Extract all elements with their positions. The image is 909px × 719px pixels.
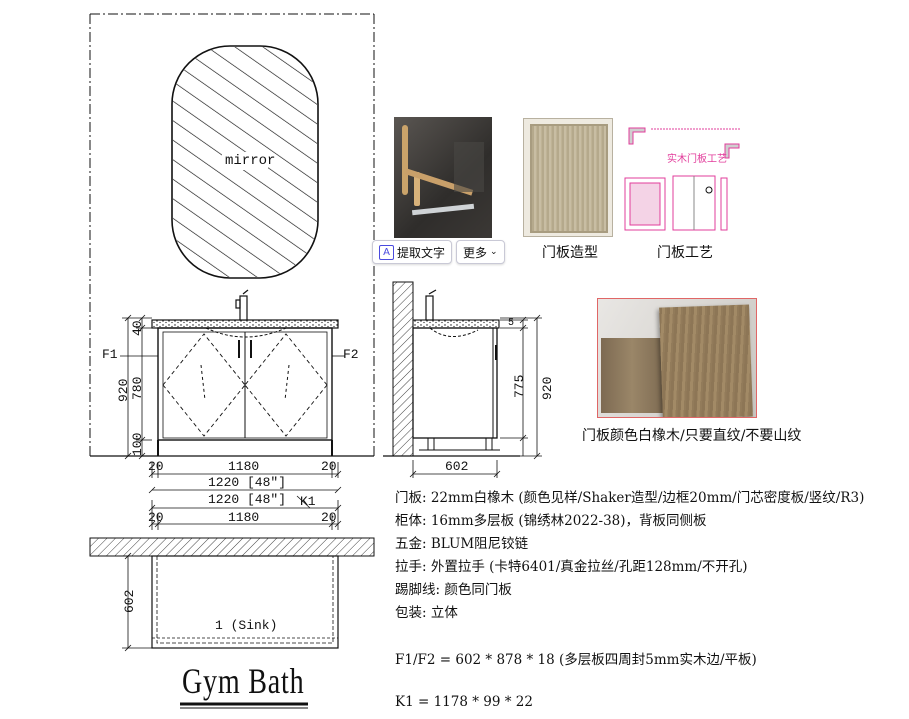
spec-kickboard: 踢脚线: 颜色同门板 (395, 582, 512, 598)
front-vertical-dims (122, 314, 152, 460)
drawing-title: Gym Bath (182, 661, 305, 701)
door-craft-caption: 门板工艺 (657, 245, 713, 261)
spec-handle: 拉手: 外置拉手 (卡特6401/真金拉丝/孔距128mm/不开孔) (395, 559, 748, 575)
door-color-photo (597, 298, 757, 418)
spec-door: 门板: 22mm白橡木 (颜色见样/Shaker造型/边框20mm/门芯密度板/… (395, 490, 865, 506)
sink-label: 1 (Sink) (215, 618, 278, 633)
door-style-caption: 门板造型 (542, 245, 598, 261)
front-dim-side-left: 20 (148, 459, 164, 474)
side-dim-top: 5 (508, 318, 515, 329)
front-cabinet (151, 319, 339, 456)
front-dim-overall: 1220 [48"] (208, 475, 287, 490)
ocr-toolbar: A 提取文字 更多 ⌄ (372, 240, 505, 264)
door-craft-sheet-title: 实木门板工艺 (667, 154, 727, 165)
more-label: 更多 (463, 245, 488, 260)
faucet-front (235, 289, 249, 321)
door-style-sample (523, 118, 613, 237)
front-horizontal-dims (148, 462, 342, 494)
more-button[interactable]: 更多 ⌄ (456, 240, 505, 264)
extract-text-label: 提取文字 (397, 245, 446, 260)
f2-label: F2 (343, 347, 359, 362)
plan-dims (148, 495, 342, 530)
plan-cabinet (122, 552, 339, 652)
plan-dim-overall: 1220 [48"] (208, 492, 287, 507)
side-dim-mid: 775 (512, 374, 527, 398)
front-dim-mid: 780 (130, 376, 145, 400)
mirror-label: mirror (225, 153, 276, 169)
plan-wall (89, 537, 375, 557)
spec-hardware: 五金: BLUM阻尼铰链 (395, 536, 529, 552)
mirror (171, 45, 319, 279)
spec-carcass: 柜体: 16mm多层板 (锦绣林2022-38)，背板同侧板 (395, 513, 707, 529)
plan-depth: 602 (122, 589, 137, 613)
text-scan-icon: A (379, 244, 394, 260)
wall-outline (89, 13, 375, 456)
plan-dim-inner: 1180 (228, 510, 260, 525)
plan-dim-side-left: 20 (148, 510, 164, 525)
handle-photo (394, 117, 492, 238)
side-view (383, 281, 542, 478)
kick-label: K1 (300, 494, 316, 509)
front-dim-inner: 1180 (228, 459, 260, 474)
front-dim-top: 40 (130, 320, 145, 336)
front-dim-bottom: 100 (130, 432, 145, 456)
plan-dim-side-right: 20 (321, 510, 337, 525)
extract-text-button[interactable]: A 提取文字 (372, 240, 453, 264)
formula-side-panels: F1/F2 = 602 * 878 * 18 (多层板四周封5mm实木边/平板) (395, 652, 757, 668)
door-color-caption: 门板颜色白橡木/只要直纹/不要山纹 (582, 428, 802, 444)
spec-packaging: 包装: 立体 (395, 605, 458, 621)
chevron-down-icon: ⌄ (490, 247, 498, 257)
front-dim-side-right: 20 (321, 459, 337, 474)
side-dim-total: 920 (540, 376, 555, 400)
formula-kick: K1 = 1178 * 99 * 22 (395, 694, 533, 710)
sink-bowl (205, 327, 287, 338)
front-dim-total: 920 (116, 378, 131, 402)
side-dim-depth: 602 (445, 459, 469, 474)
door-craft-sheet: 实木门板工艺 (621, 118, 747, 238)
f1-label: F1 (102, 347, 118, 362)
countertop (151, 319, 339, 329)
